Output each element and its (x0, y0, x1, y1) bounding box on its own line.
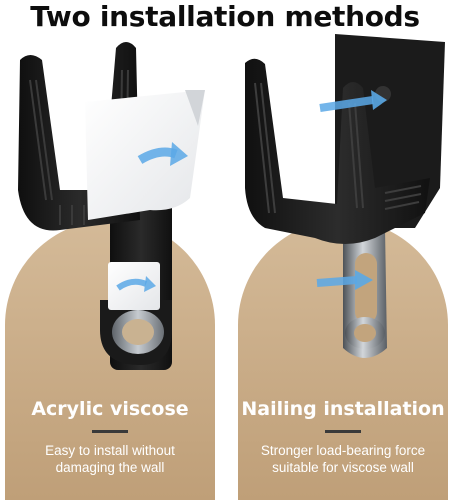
adhesive-pad-lower (108, 262, 160, 310)
description-line: damaging the wall (55, 460, 165, 475)
description-line: Easy to install without (45, 443, 175, 458)
method-description: Stronger load-bearing force suitable for… (238, 442, 448, 476)
method-label: Acrylic viscose (31, 398, 189, 420)
method-description: Easy to install without damaging the wal… (5, 442, 215, 476)
arrow-icon (116, 278, 148, 291)
arrow-icon (319, 96, 374, 112)
label-divider (92, 430, 128, 433)
arrow-icon (316, 276, 358, 287)
page-title: Two installation methods (30, 0, 420, 33)
method-label: Nailing installation (241, 398, 445, 420)
description-line: suitable for viscose wall (272, 460, 414, 475)
nailing-holder-illustration (245, 34, 445, 358)
description-line: Stronger load-bearing force (260, 443, 426, 458)
adhesive-holder-illustration (18, 42, 205, 370)
label-divider (325, 430, 361, 433)
fork-holder (245, 58, 430, 244)
